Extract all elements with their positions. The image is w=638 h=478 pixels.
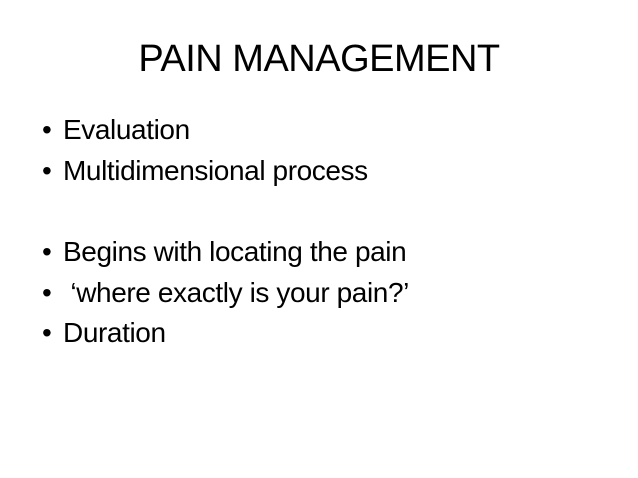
bullet-text: Duration (63, 317, 166, 349)
bullet-text: ‘where exactly is your pain?’ (63, 276, 409, 308)
bullet-icon: • (42, 317, 52, 349)
bullet-icon: • (42, 154, 52, 186)
bullet-item: • Duration (42, 313, 602, 354)
bullet-item: • Evaluation (42, 110, 602, 151)
bullet-text: Evaluation (63, 114, 190, 145)
bullet-icon: • (42, 236, 52, 268)
bullet-icon: • (42, 276, 52, 308)
bullet-text: Begins with locating the pain (63, 236, 407, 268)
slide-title: PAIN MANAGEMENT (138, 38, 500, 80)
bullet-icon: • (42, 114, 52, 145)
bullet-list: • Evaluation • Multidimensional process … (42, 110, 602, 354)
bullet-item: • Begins with locating the pain (42, 232, 602, 273)
bullet-text: Multidimensional process (63, 154, 368, 186)
bullet-item: • Multidimensional process (42, 151, 602, 192)
empty-line (42, 191, 602, 232)
bullet-item: • ‘where exactly is your pain?’ (42, 273, 602, 314)
